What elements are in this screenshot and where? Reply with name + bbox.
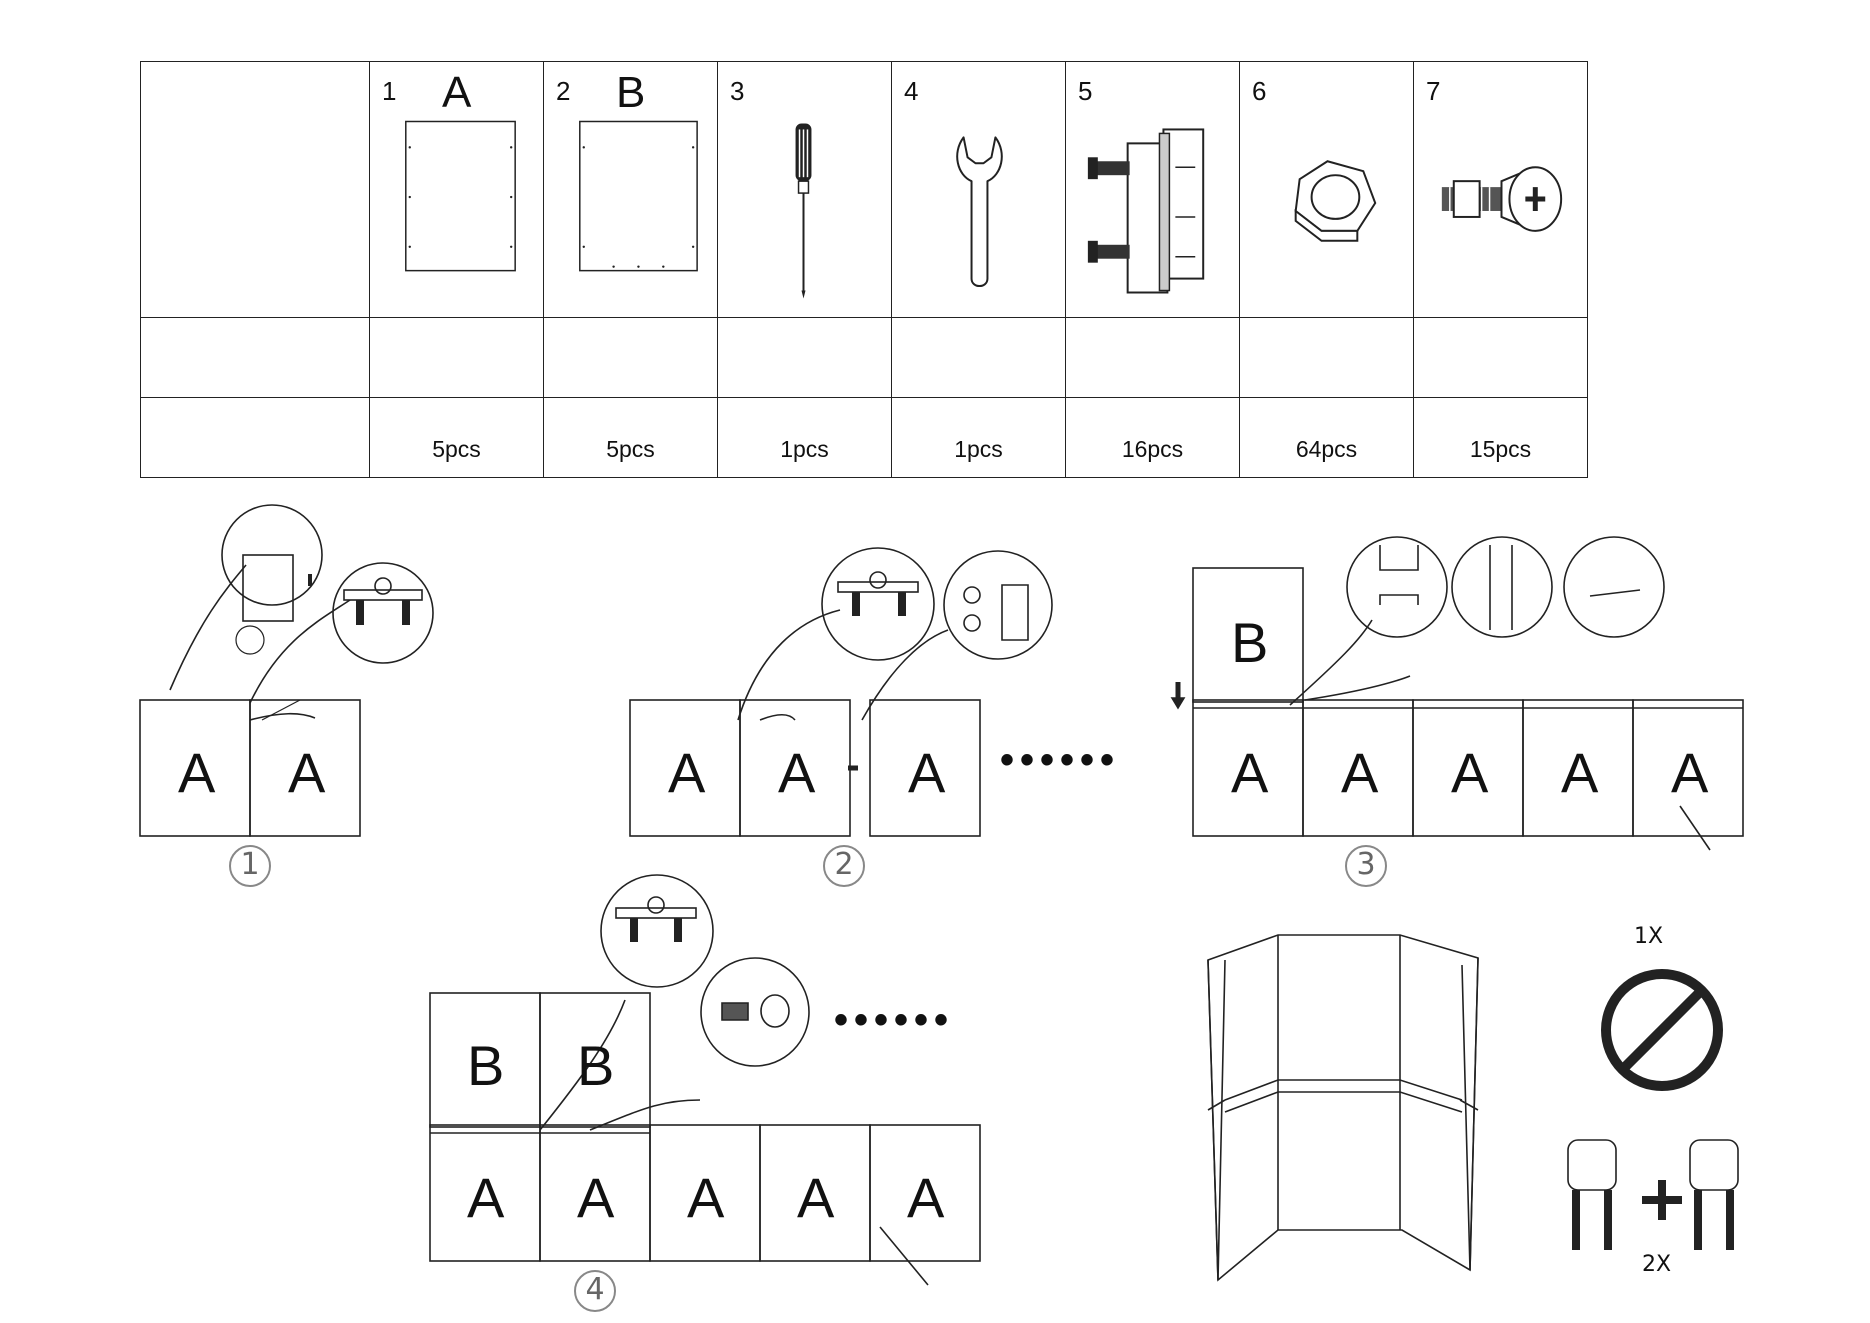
panel-label: A <box>1561 740 1598 805</box>
step-number: 3 <box>1346 847 1386 882</box>
panel-label: B <box>1231 610 1268 675</box>
step-2-marker: 2 <box>823 845 865 887</box>
panel-label: A <box>778 740 815 805</box>
continuation-dots: •••••• <box>834 1000 954 1040</box>
step-number: 2 <box>824 847 864 882</box>
assembled-stand-drawing <box>1208 935 1478 1280</box>
panel-label: B <box>577 1033 614 1098</box>
panel-label: A <box>1671 740 1708 805</box>
two-person-label: 2X <box>1642 1252 1671 1277</box>
panel-label: A <box>467 1165 504 1230</box>
single-person-label: 1X <box>1634 924 1663 949</box>
continuation-dots: •••••• <box>1000 740 1120 780</box>
panel-label: A <box>577 1165 614 1230</box>
step-3-marker: 3 <box>1345 845 1387 887</box>
step-1-marker: 1 <box>229 845 271 887</box>
panel-label: B <box>467 1033 504 1098</box>
step-number: 1 <box>230 847 270 882</box>
panel-label: A <box>1341 740 1378 805</box>
panel-label: A <box>288 740 325 805</box>
two-person-assembly-drawing <box>1568 974 1738 1250</box>
step-4-marker: 4 <box>574 1270 616 1312</box>
panel-label: A <box>178 740 215 805</box>
panel-label: A <box>907 1165 944 1230</box>
panel-label: A <box>1451 740 1488 805</box>
panel-label: A <box>668 740 705 805</box>
panel-label: A <box>797 1165 834 1230</box>
panel-label: A <box>1231 740 1268 805</box>
panel-label: A <box>687 1165 724 1230</box>
panel-label: A <box>908 740 945 805</box>
step-number: 4 <box>575 1272 615 1307</box>
